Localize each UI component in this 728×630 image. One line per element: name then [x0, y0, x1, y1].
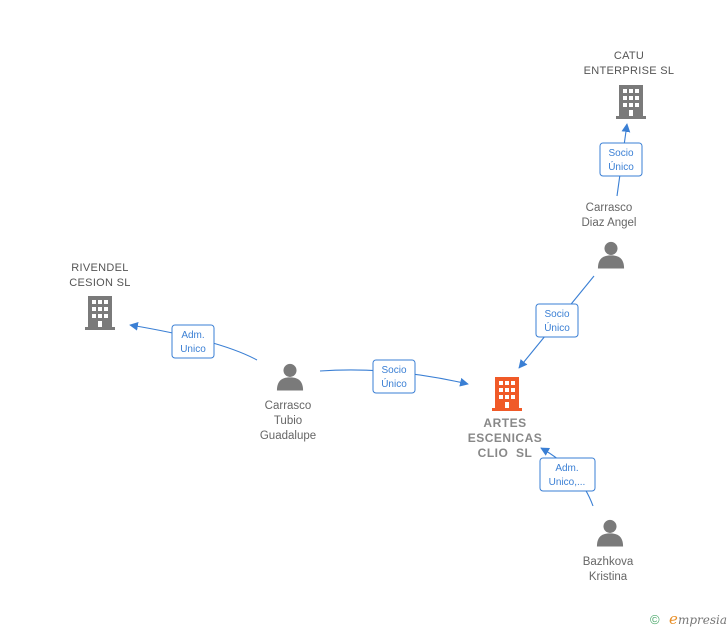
- empresia-logo: © e mpresia: [650, 610, 727, 628]
- node-label: ENTERPRISE SL: [584, 65, 675, 77]
- brand-name: mpresia: [678, 613, 727, 627]
- node-label: Carrasco: [265, 400, 312, 412]
- node-catu-enterprise[interactable]: CATU ENTERPRISE SL: [584, 50, 675, 119]
- node-label: Bazhkova: [583, 556, 634, 568]
- edge-label-socio-unico-artes-diaz[interactable]: Socio Único: [535, 303, 579, 338]
- edge-label-line: Adm.: [555, 463, 578, 474]
- node-label: Diaz Angel: [582, 217, 637, 229]
- node-rivendel-cesion[interactable]: RIVENDEL CESION SL: [69, 262, 130, 330]
- node-artes-escenicas-clio[interactable]: ARTES ESCENICAS CLIO SL: [468, 377, 543, 460]
- node-bazhkova-kristina[interactable]: Bazhkova Kristina: [583, 519, 634, 583]
- node-label: RIVENDEL: [71, 262, 128, 274]
- edge-label-line: Único: [381, 377, 407, 390]
- node-label: Carrasco: [586, 202, 633, 214]
- edge-label-adm-unico-rivendel[interactable]: Adm. Unico: [171, 324, 215, 359]
- edge-label-adm-unico-artes-bazhkova[interactable]: Adm. Unico,...: [539, 457, 596, 492]
- node-label: Kristina: [589, 571, 628, 583]
- node-label: ARTES: [483, 416, 526, 430]
- node-label: CATU: [614, 50, 644, 62]
- node-label: Guadalupe: [260, 430, 316, 442]
- edge-label-socio-unico-artes-tubio[interactable]: Socio Único: [372, 359, 416, 394]
- edge-label-line: Unico,...: [549, 477, 586, 488]
- brand-initial: e: [669, 610, 678, 628]
- person-icon: [276, 363, 304, 391]
- edge-label-line: Único: [608, 160, 634, 173]
- edge-label-line: Único: [544, 321, 570, 334]
- edge-label-line: Socio: [381, 365, 406, 376]
- building-icon: [85, 296, 115, 330]
- node-label: CESION SL: [69, 277, 130, 289]
- node-label: ESCENICAS: [468, 431, 543, 445]
- edge-label-socio-unico-catu[interactable]: Socio Único: [599, 142, 643, 177]
- person-icon: [597, 241, 625, 269]
- edge-label-line: Socio: [608, 148, 633, 159]
- copyright-icon: ©: [650, 612, 660, 627]
- node-label: CLIO SL: [478, 446, 533, 460]
- building-icon: [492, 377, 522, 411]
- building-icon: [616, 85, 646, 119]
- edge-label-line: Adm.: [181, 330, 204, 341]
- node-carrasco-tubio-guadalupe[interactable]: Carrasco Tubio Guadalupe: [260, 363, 316, 442]
- edge-labels: Socio Único Adm. Unico Socio Único Socio…: [171, 142, 643, 492]
- edge-label-line: Socio: [544, 309, 569, 320]
- node-carrasco-diaz-angel[interactable]: Carrasco Diaz Angel: [582, 202, 637, 269]
- node-label: Tubio: [274, 415, 302, 427]
- person-icon: [596, 519, 624, 547]
- edge-label-line: Unico: [180, 344, 206, 355]
